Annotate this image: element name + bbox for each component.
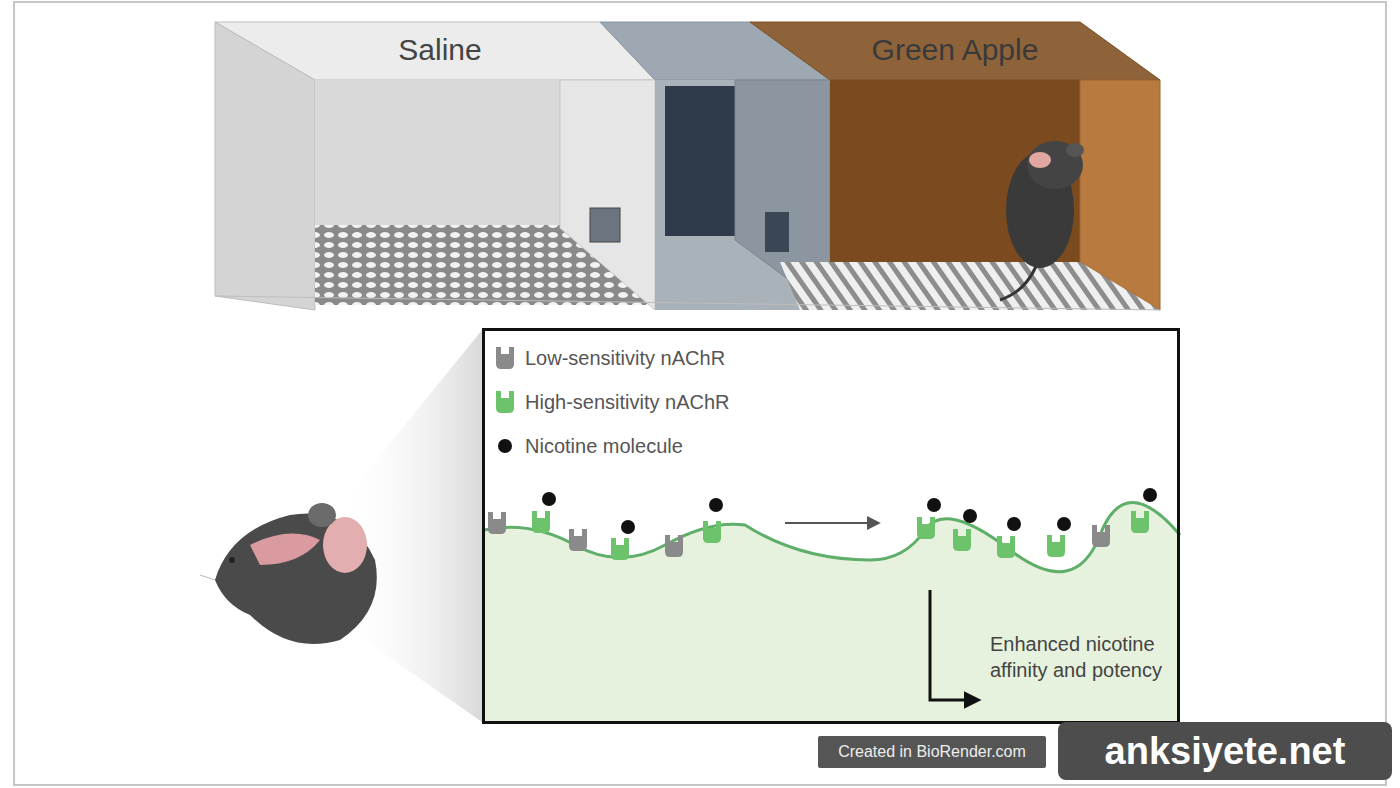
high-sensitivity-receptor (917, 517, 935, 539)
legend-item: Nicotine molecule (493, 424, 730, 468)
legend-text: Low-sensitivity nAChR (525, 347, 725, 370)
receptors (488, 488, 1157, 560)
high-sensitivity-receptor (953, 529, 971, 551)
low-sensitivity-receptor (569, 529, 587, 551)
legend-text: Nicotine molecule (525, 435, 683, 458)
high-sensitivity-receptor (1131, 511, 1149, 533)
apple-roof (750, 22, 1160, 80)
high-sensitivity-receptor (1047, 535, 1065, 557)
brain-region (250, 534, 320, 565)
nicotine-molecule (927, 498, 941, 512)
legend-receptor (496, 347, 514, 369)
chamber: Green Apple (830, 22, 1080, 312)
legend-symbol (493, 344, 517, 372)
nicotine-molecule (1057, 517, 1071, 531)
nicotine-molecule (542, 492, 556, 506)
high-sensitivity-receptor (703, 521, 721, 543)
saline-door (590, 208, 620, 242)
high-sensitivity-receptor (532, 511, 550, 533)
result-arrow (930, 590, 978, 700)
legend-item: High-sensitivity nAChR (493, 380, 730, 424)
high-sensitivity-receptor (611, 538, 629, 560)
legend-dot (498, 439, 512, 453)
whisker (200, 575, 215, 580)
chamber-label: Green Apple (820, 32, 1090, 68)
transition-arrow (785, 522, 878, 524)
head-eye (229, 557, 235, 563)
head-shape (215, 513, 377, 644)
bar-floor (780, 262, 1160, 310)
head-ear-back (308, 503, 336, 527)
nicotine-molecule (963, 509, 977, 523)
mouse-ear (1066, 143, 1084, 157)
legend-item: Low-sensitivity nAChR (493, 336, 730, 380)
legend-symbol (493, 388, 517, 416)
legend: Low-sensitivity nAChR High-sensitivity nA… (493, 336, 730, 468)
zoom-panel: Enhanced nicotine affinity and potency Lo… (482, 328, 1180, 724)
cytoplasm (484, 503, 1180, 723)
nicotine-molecule (1007, 517, 1021, 531)
legend-text: High-sensitivity nAChR (525, 391, 730, 414)
mouse-ear (1029, 152, 1051, 168)
left-side-wall (215, 22, 315, 310)
watermark: anksiyete.net (1058, 722, 1392, 780)
saline-back-wall (315, 80, 560, 225)
mouse-head (1027, 141, 1083, 189)
software-credit: Created in BioRender.com (818, 736, 1046, 768)
low-sensitivity-receptor (488, 512, 506, 534)
middle-door (765, 212, 789, 252)
cell-membrane (484, 503, 1180, 572)
low-sensitivity-receptor (665, 535, 683, 557)
chamber-label: Saline (300, 32, 580, 68)
box-base-line (215, 296, 1160, 310)
nicotine-molecule (1143, 488, 1157, 502)
image-frame (14, 2, 1386, 785)
nicotine-molecule (621, 520, 635, 534)
legend-symbol (493, 432, 517, 460)
saline-partition (560, 80, 655, 310)
nicotine-molecule (709, 498, 723, 512)
legend-receptor (496, 391, 514, 413)
mouse (1000, 141, 1084, 300)
place-preference-box (215, 22, 1160, 310)
result-text: Enhanced nicotine affinity and potency (990, 631, 1165, 683)
zoom-cone (340, 330, 482, 722)
head-ear (323, 517, 367, 573)
mouse-head-illustration (200, 503, 377, 644)
high-sensitivity-receptor (997, 536, 1015, 558)
low-sensitivity-receptor (1092, 525, 1110, 547)
middle-interior (665, 86, 735, 236)
chamber: Saline (300, 22, 580, 312)
